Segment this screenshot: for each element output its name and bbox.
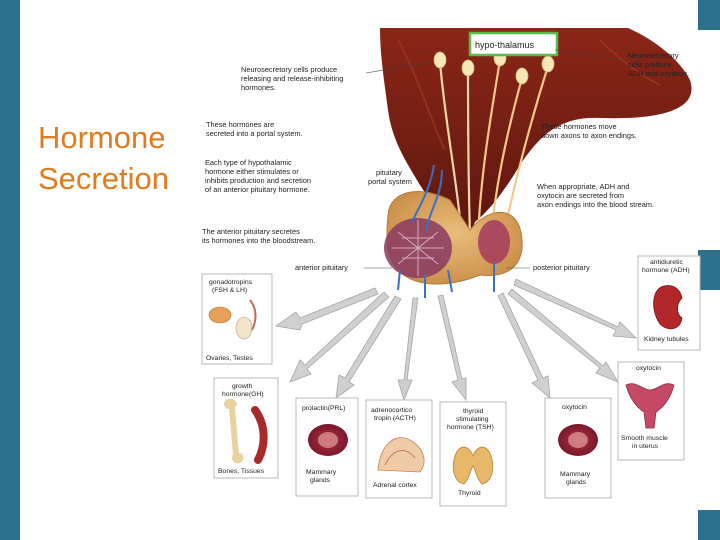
svg-text:Thyroid: Thyroid	[458, 490, 481, 497]
svg-text:growth: growth	[232, 383, 253, 390]
portal-system-label: pituitary portal system	[368, 168, 412, 186]
svg-text:oxytocin are secreted from: oxytocin are secreted from	[537, 191, 624, 200]
svg-text:of an anterior pituitary hormo: of an anterior pituitary hormone.	[205, 185, 310, 194]
svg-text:oxytocin: oxytocin	[636, 365, 661, 372]
svg-text:down axons to axon endings.: down axons to axon endings.	[541, 131, 637, 140]
svg-text:Mammary: Mammary	[560, 471, 591, 478]
svg-text:tropin (ACTH): tropin (ACTH)	[374, 415, 416, 422]
anterior-secretes-note: The anterior pituitary secretes its horm…	[202, 227, 315, 245]
pituitary-gland	[384, 164, 523, 298]
svg-text:cells produce: cells produce	[628, 60, 672, 69]
neurosecretory-cells	[433, 49, 555, 85]
svg-text:Ovaries, Testes: Ovaries, Testes	[206, 355, 253, 362]
svg-text:Adrenal cortex: Adrenal cortex	[373, 482, 417, 489]
muscle-icon	[251, 406, 268, 464]
svg-text:hormone either stimulates or: hormone either stimulates or	[205, 167, 299, 176]
svg-text:Mammary: Mammary	[306, 469, 337, 476]
gonadotropins-panel: gonadotropins (FSH & LH) Ovaries, Testes	[201, 273, 273, 365]
arrow-to-adh	[513, 278, 638, 339]
arrow-to-gonadotropins	[274, 287, 379, 331]
svg-text:hormone(GH): hormone(GH)	[222, 391, 264, 398]
neurosecretory-left-note: Neurosecretory cells produce releasing a…	[241, 65, 343, 92]
right-accent-bar-top	[698, 0, 720, 30]
hormone-arrows	[274, 278, 638, 402]
anterior-pituitary-label: anterior pituitary	[295, 263, 348, 272]
svg-text:inhibits production and secret: inhibits production and secretion	[205, 176, 311, 185]
adrenal-cortex-icon	[377, 437, 425, 473]
slide-title-line-1: Hormone	[38, 120, 166, 155]
testis-icon	[235, 316, 253, 340]
svg-text:antidiuretic: antidiuretic	[650, 259, 683, 266]
portal-system-note: These hormones are secreted into a porta…	[206, 120, 303, 138]
posterior-lobe	[478, 220, 510, 264]
oxytocin-uterus-panel: oxytocin Smooth muscle in uterus	[617, 361, 685, 461]
svg-text:These hormones move: These hormones move	[541, 122, 617, 131]
svg-text:glands: glands	[310, 477, 331, 484]
axons-note: These hormones move down axons to axon e…	[541, 122, 637, 140]
svg-text:hormones.: hormones.	[241, 83, 276, 92]
svg-text:pituitary: pituitary	[376, 168, 402, 177]
arrow-to-prolactin	[335, 295, 402, 399]
svg-text:ADH and oxytocin.: ADH and oxytocin.	[628, 69, 689, 78]
svg-text:secreted into a portal system.: secreted into a portal system.	[206, 129, 303, 138]
arrow-to-mammary-oxytocin	[497, 292, 551, 399]
svg-text:thyroid: thyroid	[463, 408, 484, 415]
arrow-to-uterus-oxytocin	[507, 288, 619, 383]
svg-text:hormone (ADH): hormone (ADH)	[642, 267, 690, 274]
neurosecretory-axons	[438, 59, 550, 256]
svg-text:stimulating: stimulating	[456, 416, 489, 423]
svg-text:prolactin(PRL): prolactin(PRL)	[302, 405, 345, 412]
prolactin-panel: prolactin(PRL) Mammary glands	[295, 397, 359, 497]
svg-text:in uterus: in uterus	[632, 443, 659, 450]
svg-text:releasing and release-inhibiti: releasing and release-inhibiting	[241, 74, 343, 83]
svg-text:oxytocin: oxytocin	[562, 404, 587, 411]
svg-text:When appropriate, ADH and: When appropriate, ADH and	[537, 182, 629, 191]
ovary-icon	[208, 306, 232, 324]
svg-text:Bones, Tissues: Bones, Tissues	[218, 468, 265, 475]
kidney-icon	[653, 285, 683, 330]
right-accent-bar-middle	[698, 250, 720, 290]
svg-text:glands: glands	[566, 479, 587, 486]
each-type-note: Each type of hypothalamic hormone either…	[205, 158, 311, 194]
svg-text:(FSH & LH): (FSH & LH)	[212, 287, 247, 294]
svg-text:Neurosecretory cells produce: Neurosecretory cells produce	[241, 65, 337, 74]
bone-icon	[223, 398, 244, 464]
adh-panel: antidiuretic hormone (ADH) Kidney tubule…	[637, 255, 701, 351]
acth-panel: adrenocortico tropin (ACTH) Adrenal cort…	[365, 399, 433, 499]
arrow-to-acth	[397, 297, 419, 402]
left-accent-bar	[0, 0, 20, 540]
neurosecretory-right-note: Neurosecretory cells produce ADH and oxy…	[628, 51, 689, 78]
svg-text:portal system: portal system	[368, 177, 412, 186]
slide-title-line-2: Secretion	[38, 161, 169, 196]
svg-text:Smooth muscle: Smooth muscle	[621, 435, 668, 442]
leader-lines	[364, 49, 623, 269]
svg-text:axon endings into the blood st: axon endings into the blood stream.	[537, 200, 654, 209]
svg-text:its hormones into the bloodstr: its hormones into the bloodstream.	[202, 236, 315, 245]
arrow-to-tsh	[437, 294, 467, 402]
svg-text:gonadotropins: gonadotropins	[209, 279, 253, 286]
uterus-icon	[625, 383, 675, 429]
svg-text:Each type of hypothalamic: Each type of hypothalamic	[205, 158, 292, 167]
hypothalamus-brain-tissue	[380, 28, 692, 235]
hypothalamus-label: hypo-thalamus	[475, 40, 535, 50]
tsh-panel: thyroid stimulating hormone (TSH) Thyroi…	[439, 401, 507, 507]
svg-text:These hormones are: These hormones are	[206, 120, 274, 129]
svg-text:Kidney tubules: Kidney tubules	[644, 336, 689, 343]
adh-release-note: When appropriate, ADH and oxytocin are s…	[537, 182, 654, 209]
posterior-pituitary-label: posterior pituitary	[533, 263, 590, 272]
thyroid-icon	[452, 446, 494, 485]
growth-hormone-panel: growth hormone(GH) Bones, Tissues	[213, 377, 279, 479]
arrow-to-growth-hormone	[289, 291, 390, 383]
svg-text:hormone (TSH): hormone (TSH)	[447, 424, 494, 431]
svg-text:The anterior pituitary secrete: The anterior pituitary secretes	[202, 227, 300, 236]
right-accent-bar-bottom	[698, 510, 720, 540]
svg-text:Neurosecretory: Neurosecretory	[628, 51, 679, 60]
svg-text:adrenocortico: adrenocortico	[371, 407, 412, 414]
hypothalamus-label-box	[468, 31, 559, 57]
oxytocin-mammary-panel: oxytocin Mammary glands	[544, 397, 612, 499]
